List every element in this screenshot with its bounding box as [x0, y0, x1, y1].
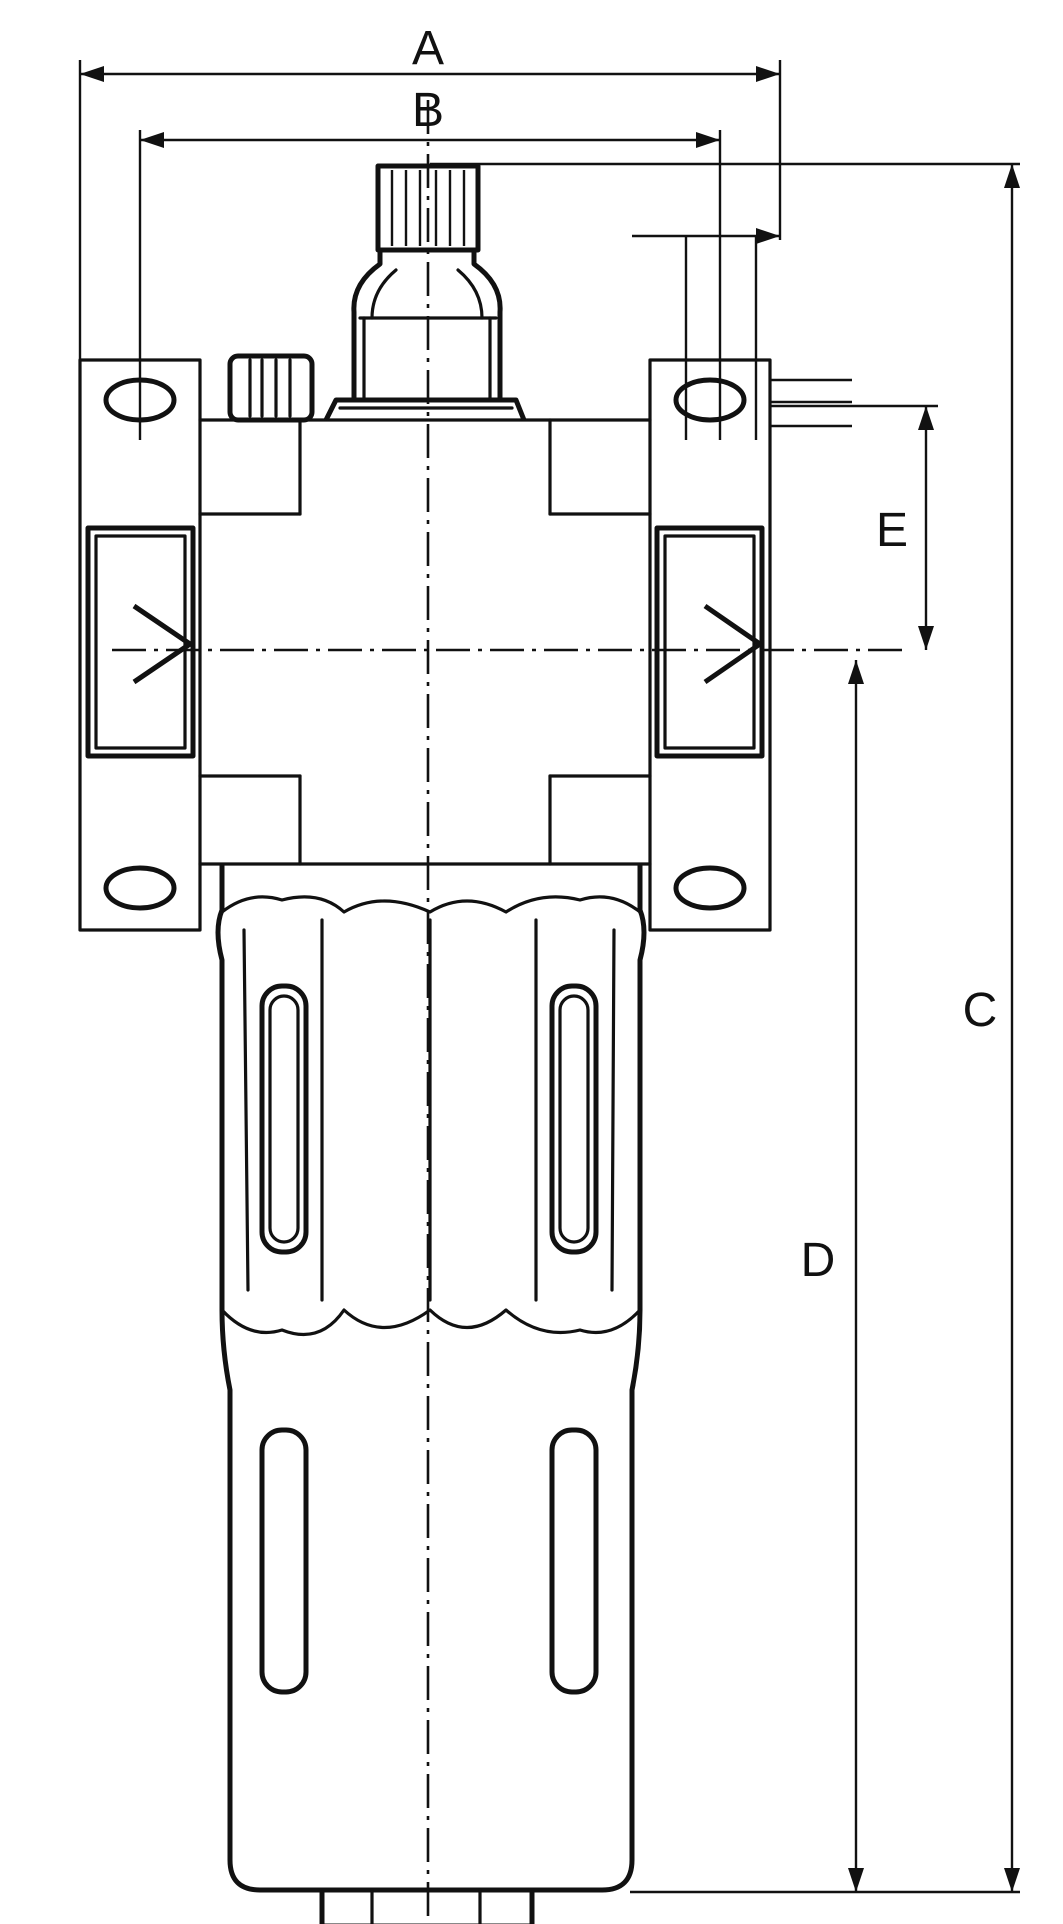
small-knob [227, 353, 315, 423]
dimension-e: E [770, 404, 938, 650]
center-lines [112, 100, 910, 1924]
port-block-right [648, 358, 772, 932]
dimension-d: D [630, 660, 1020, 1894]
hole-dimension-lines [632, 228, 852, 440]
dimension-a-label: A [412, 22, 444, 75]
dimension-b-label: B [412, 84, 444, 137]
top-adjuster [323, 163, 527, 422]
main-body [198, 418, 652, 866]
dimension-c: C [430, 162, 1020, 1892]
dimension-e-label: E [876, 504, 908, 557]
dimension-d-label: D [801, 1234, 836, 1287]
dimension-c-label: C [963, 984, 998, 1037]
dimension-a: A [78, 22, 782, 360]
bowl [215, 864, 647, 1924]
port-block-left [78, 358, 202, 932]
dimension-b: B [138, 84, 722, 440]
